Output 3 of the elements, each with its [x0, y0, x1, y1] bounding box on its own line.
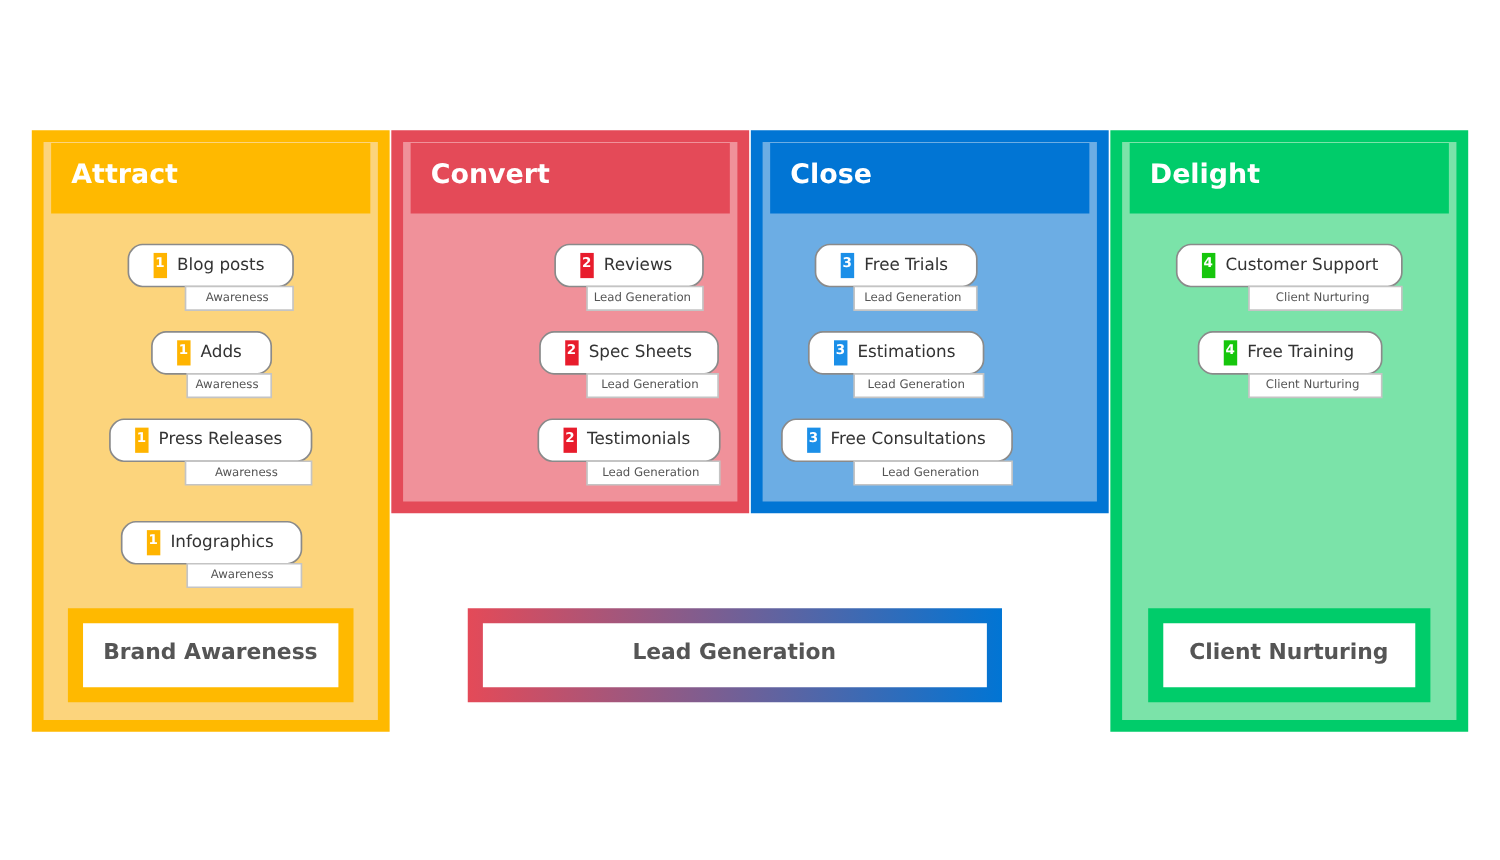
node-box: Brand Awareness	[67, 607, 354, 702]
node-box: Lead Generation	[467, 607, 1002, 702]
node-box: Client Nurturing	[1148, 607, 1431, 702]
